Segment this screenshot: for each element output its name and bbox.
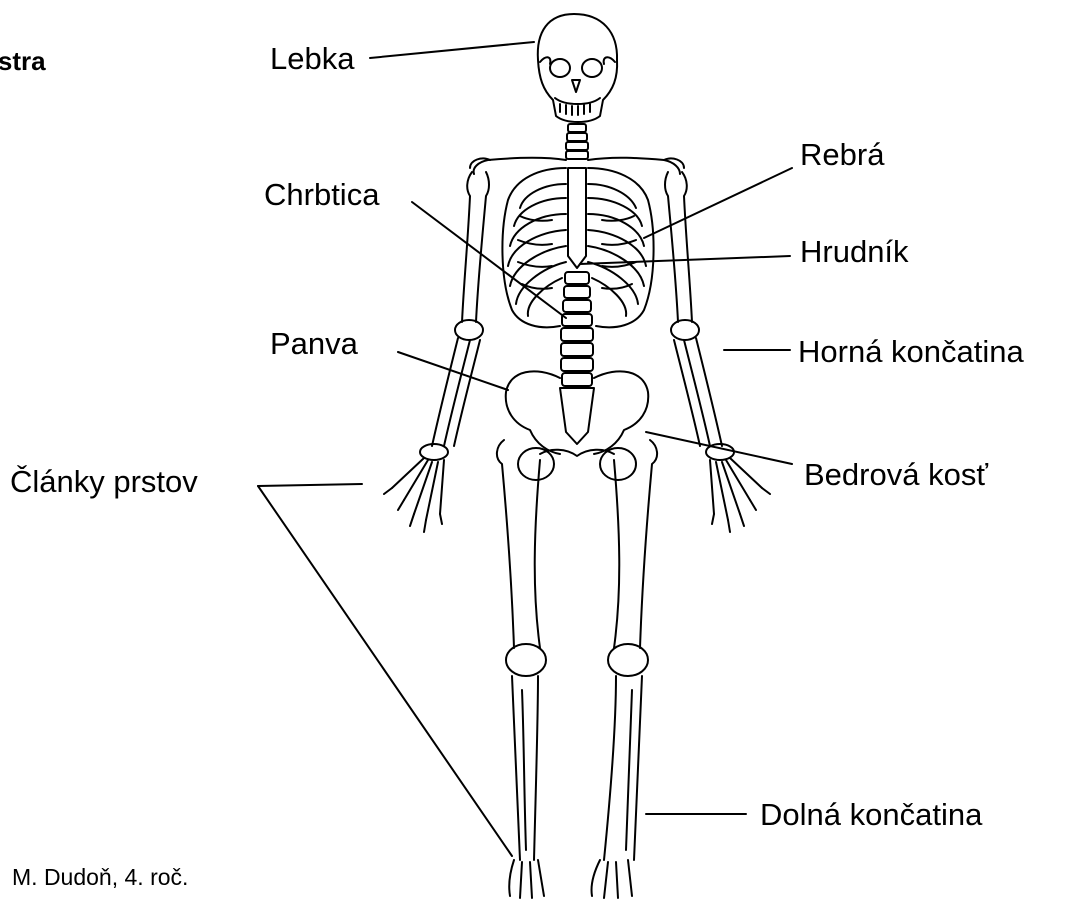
label-hrudnik: Hrudník [800, 236, 909, 267]
spine-vertebrae [561, 272, 593, 386]
rib-cage [502, 168, 653, 327]
label-bedrova-kost: Bedrová kosť [804, 459, 988, 490]
leader-hrudnik [580, 256, 790, 264]
leader-clanky-prstov-foot [258, 486, 512, 856]
right-arm [665, 172, 770, 532]
label-dolna-koncatina: Dolná končatina [760, 799, 982, 830]
neck-vertebrae [566, 124, 588, 159]
skull [538, 14, 617, 122]
shoulders [470, 158, 684, 174]
leader-clanky-prstov-hand [258, 484, 362, 486]
title-text: ostra [0, 48, 46, 74]
label-rebra: Rebrá [800, 139, 884, 170]
label-clanky-prstov: Články prstov [10, 466, 198, 497]
right-leg [591, 440, 657, 898]
label-chrbtica: Chrbtica [264, 179, 379, 210]
label-horna-koncatina: Horná končatina [798, 336, 1024, 367]
author-credit: M. Dudoň, 4. roč. [12, 866, 188, 889]
leader-chrbtica [412, 202, 566, 318]
pelvis [506, 371, 649, 480]
label-panva: Panva [270, 328, 358, 359]
label-lebka: Lebka [270, 43, 354, 74]
leader-lebka [370, 42, 534, 58]
sternum [568, 168, 586, 268]
left-leg [497, 440, 546, 898]
